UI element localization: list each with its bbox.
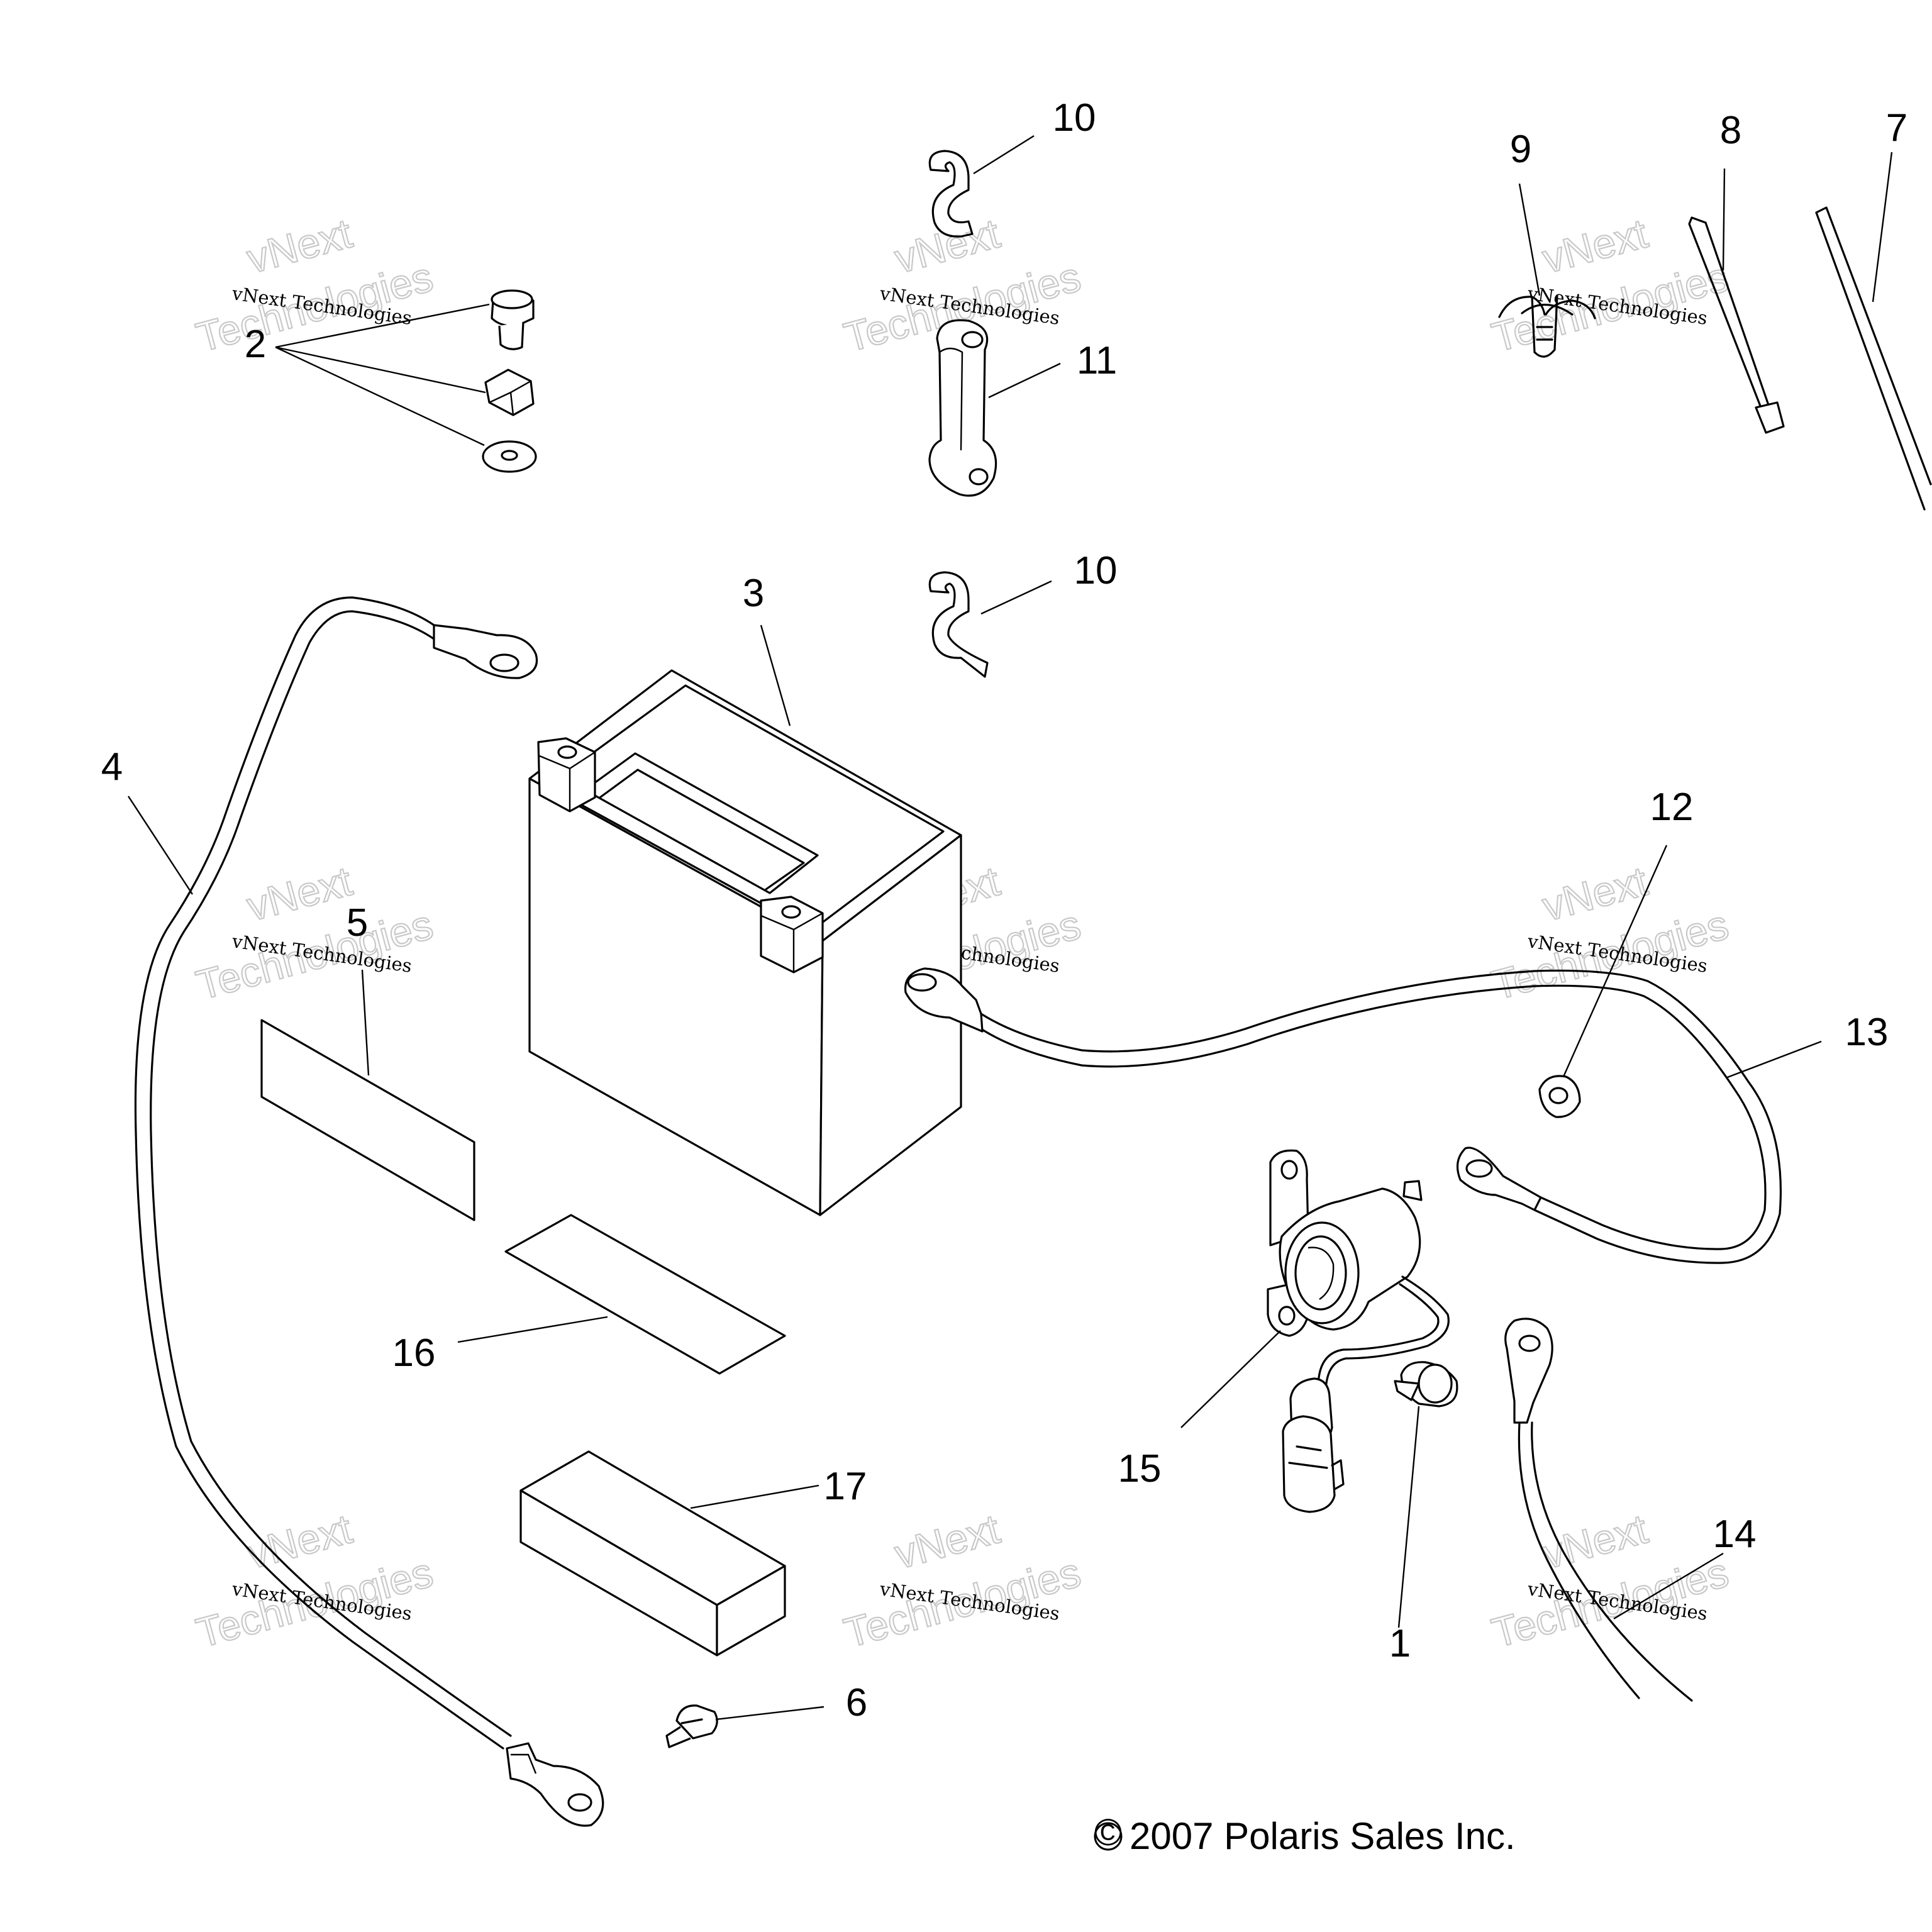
watermark-big-1: vNext <box>890 1505 1004 1577</box>
callout-12: 12 <box>1650 786 1694 829</box>
watermark-big-1: vNext <box>1538 857 1652 930</box>
watermark-big-1: vNext <box>242 209 357 282</box>
watermark-big-1: vNext <box>242 857 357 930</box>
battery-pad <box>504 1214 786 1375</box>
battery-hold-hook-top <box>928 150 974 238</box>
callout-7: 7 <box>1886 106 1907 150</box>
battery-hold-hook-bottom <box>928 571 989 678</box>
callout-6: 6 <box>846 1681 867 1724</box>
copyright-symbol: © <box>1094 1811 1122 1853</box>
battery <box>528 669 962 1216</box>
callout-8: 8 <box>1720 109 1741 152</box>
negative-battery-cable <box>134 596 604 1827</box>
foam-block <box>519 1450 786 1657</box>
callout-10: 10 <box>1053 96 1096 140</box>
ground-cable <box>1504 1318 1693 1702</box>
cable-tie <box>1688 216 1785 434</box>
callout-11: 11 <box>1077 339 1117 382</box>
watermark-big-1: vNext <box>1538 209 1652 282</box>
starter-solenoid <box>1267 1149 1450 1513</box>
watermark-big-1: vNext <box>242 1505 357 1577</box>
callout-13: 13 <box>1845 1011 1889 1054</box>
copyright-text: 2007 Polaris Sales Inc. <box>1130 1815 1516 1857</box>
callout-labels: 10 2 11 10 9 8 7 3 4 5 12 13 16 15 17 14… <box>101 96 1907 1724</box>
callout-3: 3 <box>743 572 764 615</box>
battery-hardware-set <box>482 289 537 473</box>
battery-strap <box>928 319 997 497</box>
long-strap <box>1815 206 1932 511</box>
callout-1: 1 <box>1389 1622 1411 1665</box>
solenoid-bolt <box>1394 1361 1458 1407</box>
leader-lines <box>127 135 1893 1721</box>
positive-battery-cable <box>904 967 1782 1264</box>
callout-15: 15 <box>1118 1447 1162 1491</box>
callout-14: 14 <box>1713 1513 1757 1556</box>
callout-16: 16 <box>392 1331 436 1375</box>
callout-4: 4 <box>101 745 123 789</box>
copyright-symbol-ring <box>1094 1822 1123 1851</box>
callout-5: 5 <box>347 901 368 945</box>
callout-17: 17 <box>824 1465 867 1508</box>
callout-10: 10 <box>1074 549 1118 592</box>
warning-decal <box>260 1019 475 1221</box>
copyright-notice: © 2007 Polaris Sales Inc. <box>1094 1811 1516 1857</box>
terminal-nut <box>1538 1075 1581 1118</box>
watermark-big-1: vNext <box>1538 1505 1652 1577</box>
callout-9: 9 <box>1510 128 1531 171</box>
wire-clip <box>1498 294 1596 358</box>
screw <box>665 1704 718 1748</box>
watermark-big-1: vNext <box>890 209 1004 282</box>
callout-2: 2 <box>245 323 266 366</box>
